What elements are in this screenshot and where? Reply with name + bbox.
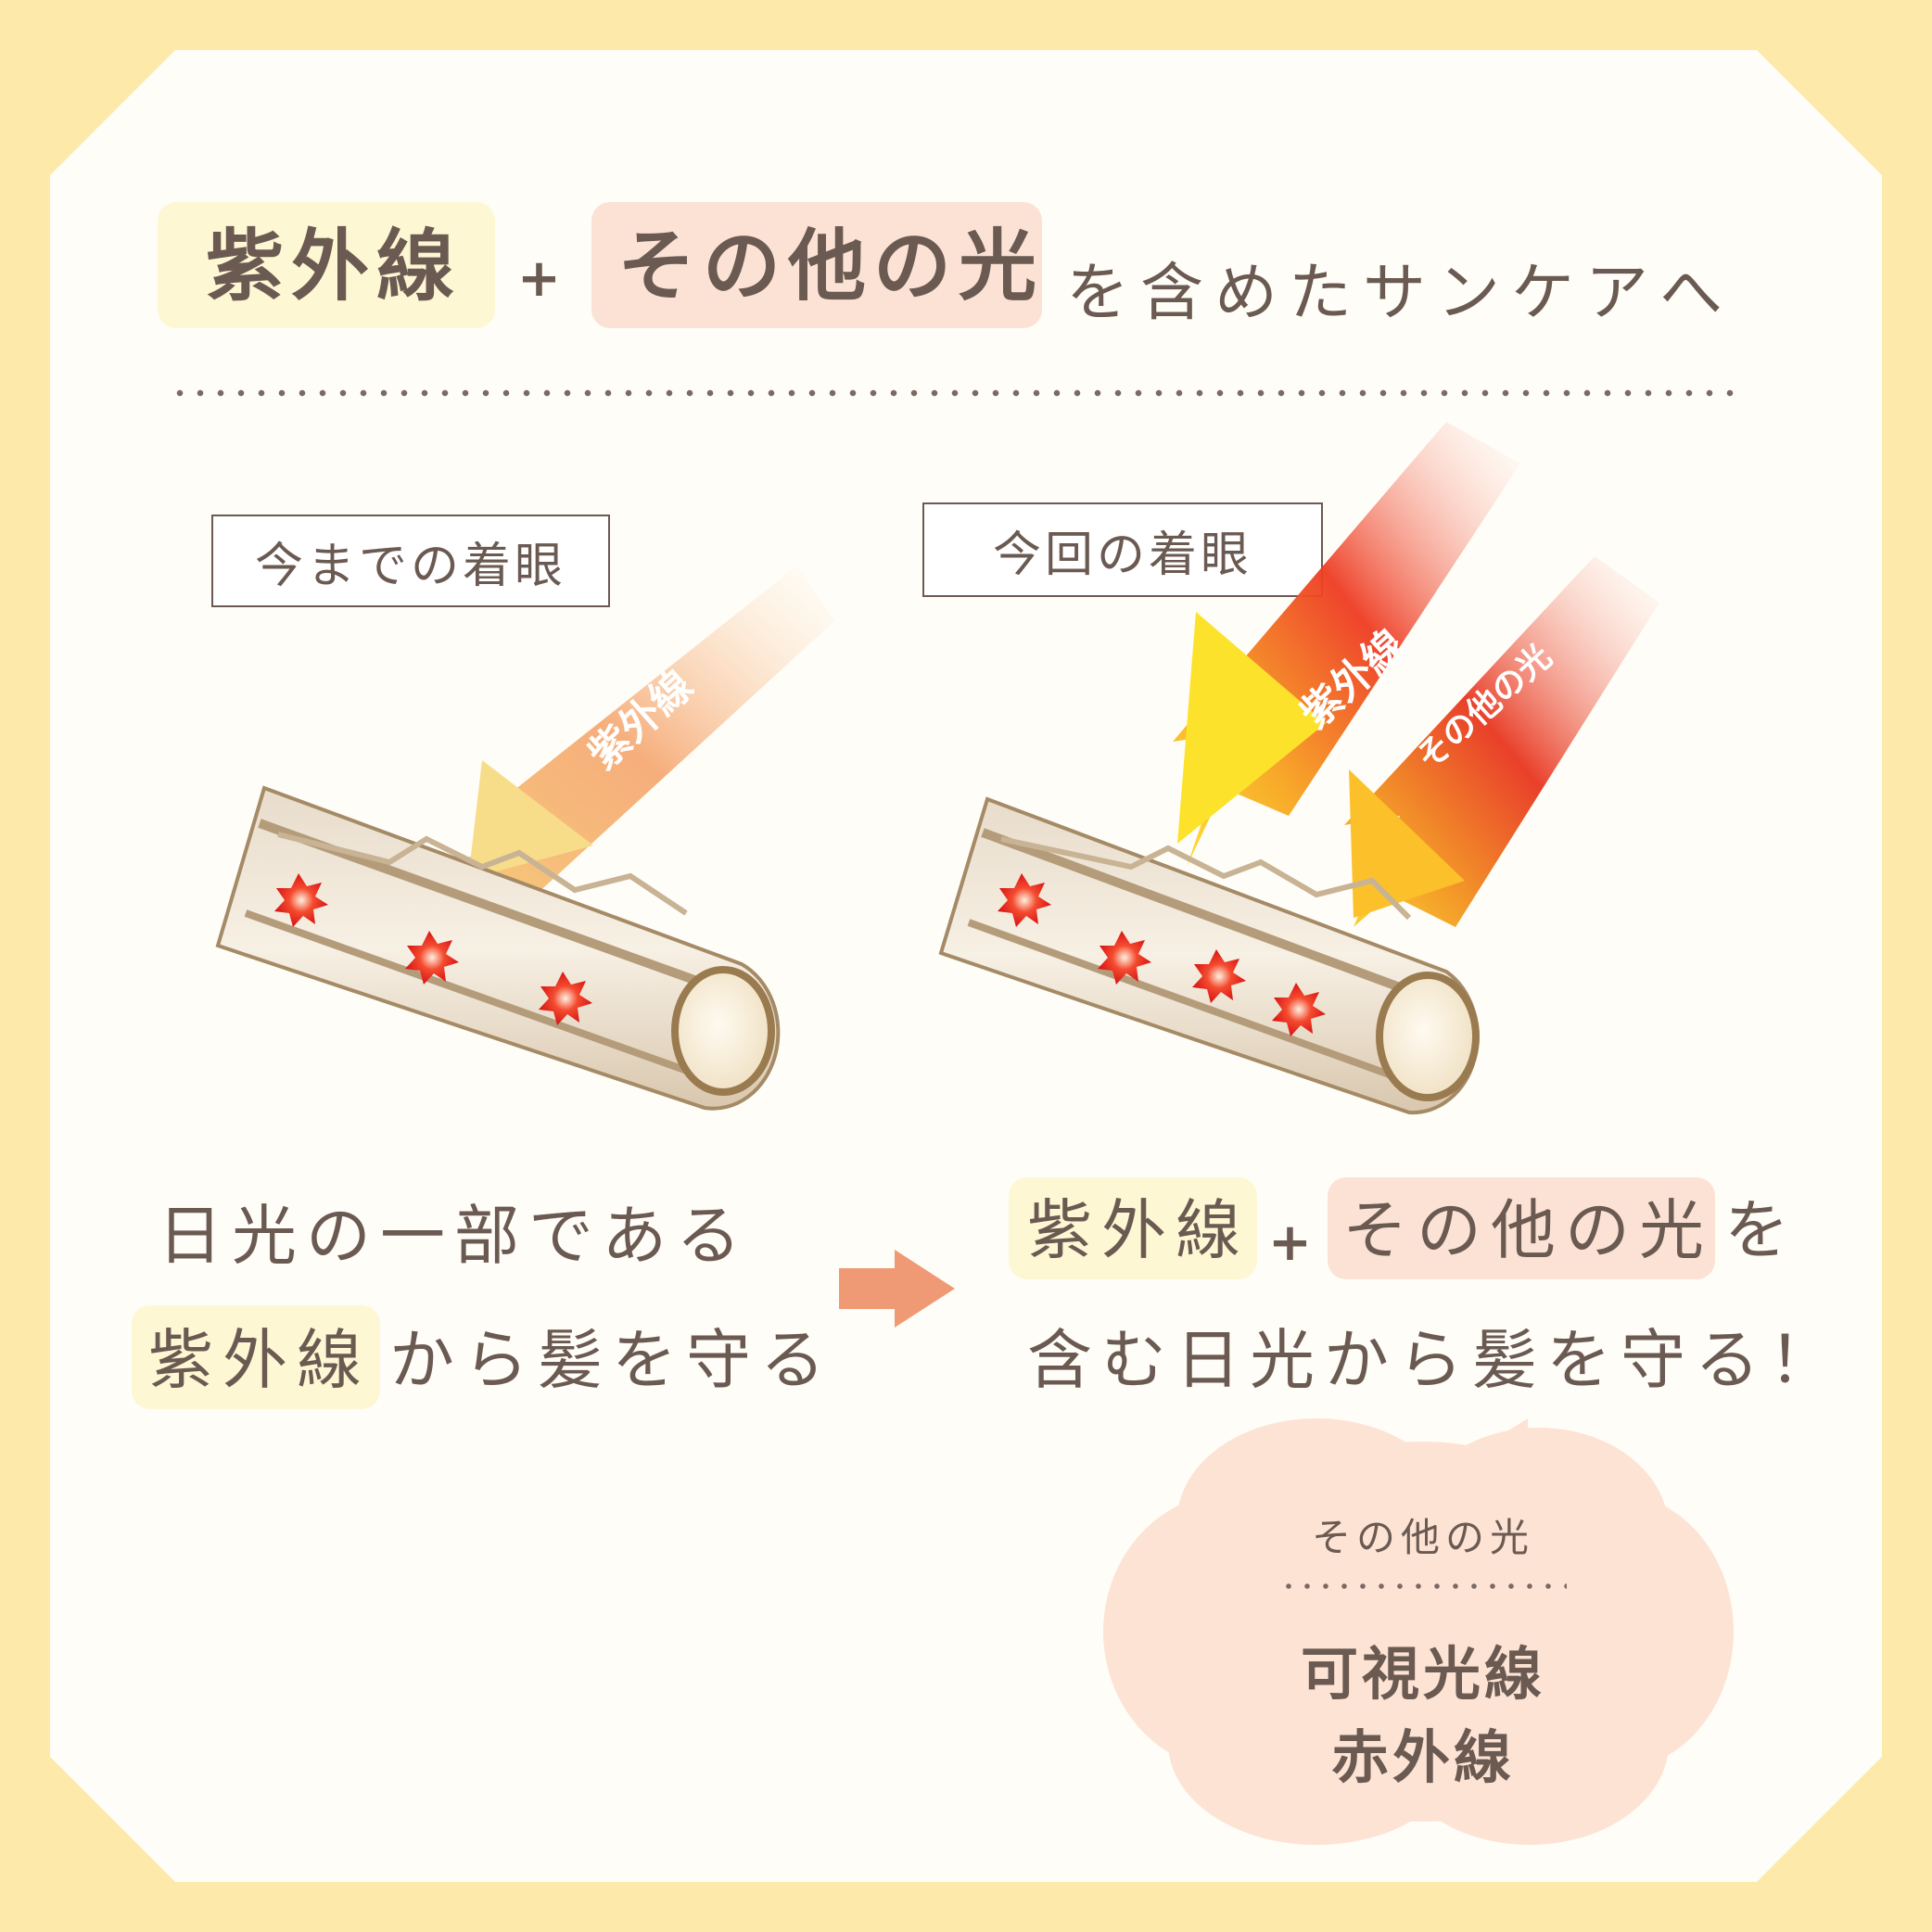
right-caption-line1-end: を (1724, 1192, 1799, 1268)
title-other-highlight (591, 202, 1042, 328)
bubble-divider (1279, 1583, 1567, 1589)
left-burst-2 (405, 931, 459, 985)
title-other: その他の光 (617, 221, 1045, 311)
right-caption-line2: 含む日光から髪を守る！ (1027, 1322, 1843, 1398)
left-caption-line1: 日光の一部である (158, 1198, 751, 1274)
right-caption-other-highlight (1328, 1177, 1715, 1279)
left-uv-ray (422, 566, 834, 927)
other-light-bubble (1103, 1418, 1734, 1845)
right-hair (938, 796, 1480, 1115)
left-caption-uv-highlight (132, 1305, 380, 1409)
right-damage-bursts (998, 873, 1326, 1036)
right-other-ray (1344, 556, 1659, 927)
left-caption-uv: 紫外線 (148, 1322, 371, 1398)
title-divider (170, 389, 1736, 397)
left-hair (215, 785, 781, 1111)
title-suffix: を含めたサンケアへ (1066, 257, 1735, 330)
title-uv: 紫外線 (206, 221, 463, 311)
right-caption-other: その他の光 (1342, 1192, 1713, 1268)
bubble-title: その他の光 (1311, 1515, 1534, 1560)
right-caption-uv-highlight (1009, 1177, 1257, 1279)
title-plus: + (517, 248, 561, 309)
left-label: 今までの着眼 (211, 515, 610, 607)
right-burst-3 (1192, 949, 1246, 1003)
right-burst-2 (1098, 931, 1151, 985)
right-caption-uv: 紫外線 (1027, 1192, 1250, 1268)
right-burst-1 (998, 873, 1051, 927)
left-damage-bursts (274, 873, 592, 1025)
right-uv-ray (1173, 422, 1520, 867)
left-burst-3 (539, 972, 592, 1025)
title-uv-highlight (158, 202, 495, 328)
right-burst-4 (1272, 983, 1326, 1036)
right-label: 今回の着眼 (922, 502, 1323, 597)
left-burst-1 (274, 873, 328, 927)
transition-arrow (839, 1250, 955, 1328)
right-caption-plus: + (1268, 1213, 1312, 1273)
bubble-item-visible: 可視光線 (1300, 1640, 1545, 1708)
bubble-item-infrared: 赤外線 (1330, 1723, 1515, 1791)
left-caption-line2: から髪を守る (389, 1322, 834, 1398)
